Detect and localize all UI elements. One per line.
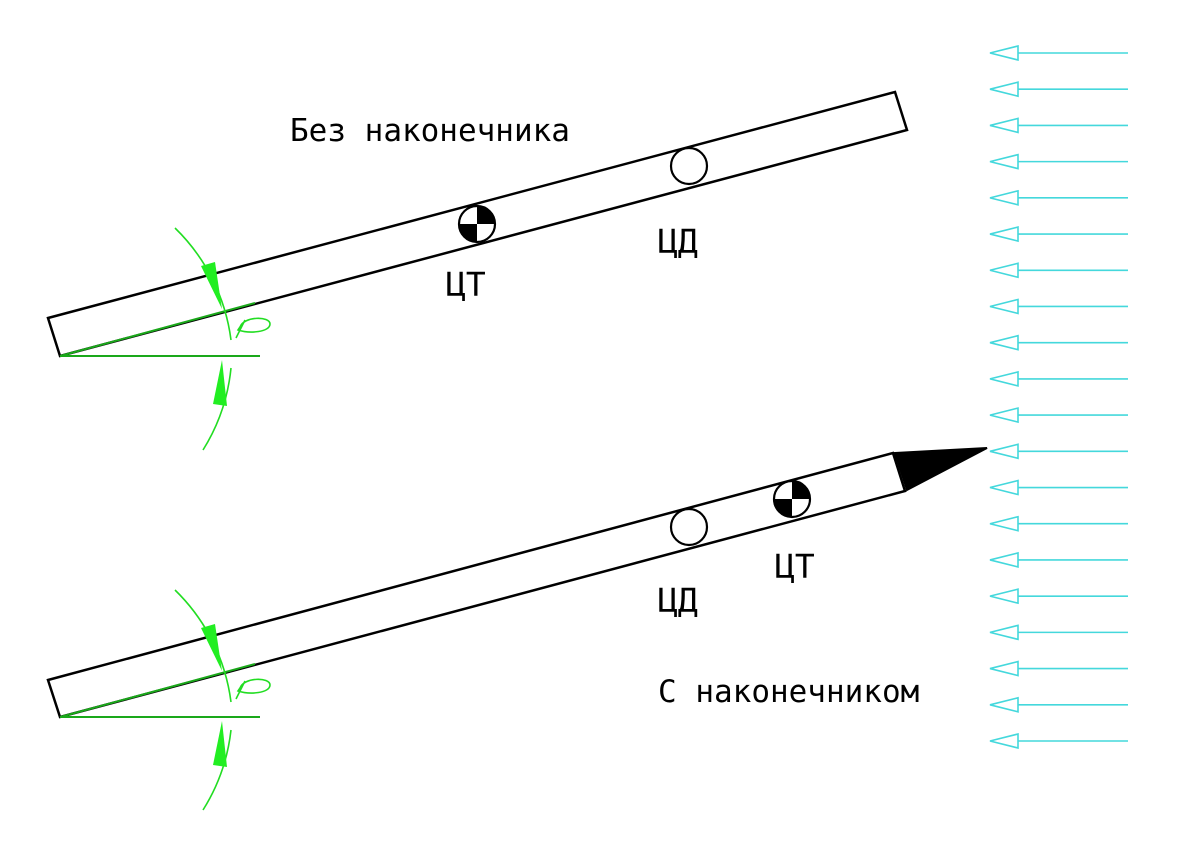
airflow-arrow bbox=[989, 226, 1128, 243]
bottom-center-of-gravity-marker bbox=[772, 479, 812, 519]
bottom-angle-arc bbox=[174, 589, 232, 811]
airflow-arrow bbox=[989, 370, 1128, 387]
airflow-arrow bbox=[989, 153, 1128, 170]
bottom-rod-axis-line bbox=[59, 663, 256, 718]
top-rod-group bbox=[46, 90, 909, 451]
bottom-rod-group bbox=[46, 447, 988, 811]
airflow-arrow bbox=[989, 189, 1128, 206]
airflow-arrow bbox=[989, 407, 1128, 424]
top-center-of-pressure-marker bbox=[669, 146, 709, 186]
bottom-angle-arrowhead-upper bbox=[201, 624, 222, 671]
bottom-rod-tip bbox=[893, 447, 988, 492]
airflow-arrow bbox=[989, 660, 1128, 677]
bottom-rod-title: С наконечником bbox=[658, 674, 919, 710]
airflow-arrow bbox=[989, 588, 1128, 605]
top-cp-label: ЦД bbox=[658, 222, 698, 261]
bottom-cp-label: ЦД bbox=[658, 581, 698, 620]
airflow-arrow bbox=[989, 551, 1128, 568]
top-cg-label: ЦТ bbox=[446, 265, 486, 304]
bottom-center-of-pressure-marker bbox=[669, 507, 709, 547]
airflow-arrow bbox=[989, 443, 1128, 460]
airflow-arrow bbox=[989, 117, 1128, 134]
top-center-of-gravity-marker bbox=[457, 204, 497, 244]
airflow-arrow bbox=[989, 479, 1128, 496]
airflow-arrow bbox=[989, 624, 1128, 641]
airflow-arrows bbox=[989, 44, 1128, 750]
airflow-arrow bbox=[989, 334, 1128, 351]
bottom-angle-arrowhead-lower bbox=[213, 721, 227, 767]
top-angle-arc bbox=[174, 227, 232, 451]
top-rod-axis-line bbox=[59, 302, 256, 357]
bottom-cg-label: ЦТ bbox=[775, 547, 815, 586]
airflow-arrow bbox=[989, 515, 1128, 532]
airflow-arrow bbox=[989, 696, 1128, 713]
airflow-arrow bbox=[989, 262, 1128, 279]
top-attack-angle bbox=[59, 227, 271, 451]
bottom-phi-symbol bbox=[235, 678, 271, 700]
airflow-arrow bbox=[989, 732, 1128, 750]
top-rod-title: Без наконечника bbox=[290, 113, 570, 149]
top-phi-symbol bbox=[235, 317, 271, 339]
airflow-arrow bbox=[989, 44, 1128, 62]
airflow-arrow bbox=[989, 298, 1128, 315]
top-angle-arrowhead-upper bbox=[201, 262, 222, 309]
bottom-attack-angle bbox=[59, 589, 271, 811]
top-angle-arrowhead-lower bbox=[213, 360, 227, 406]
airflow-arrow bbox=[989, 81, 1128, 98]
